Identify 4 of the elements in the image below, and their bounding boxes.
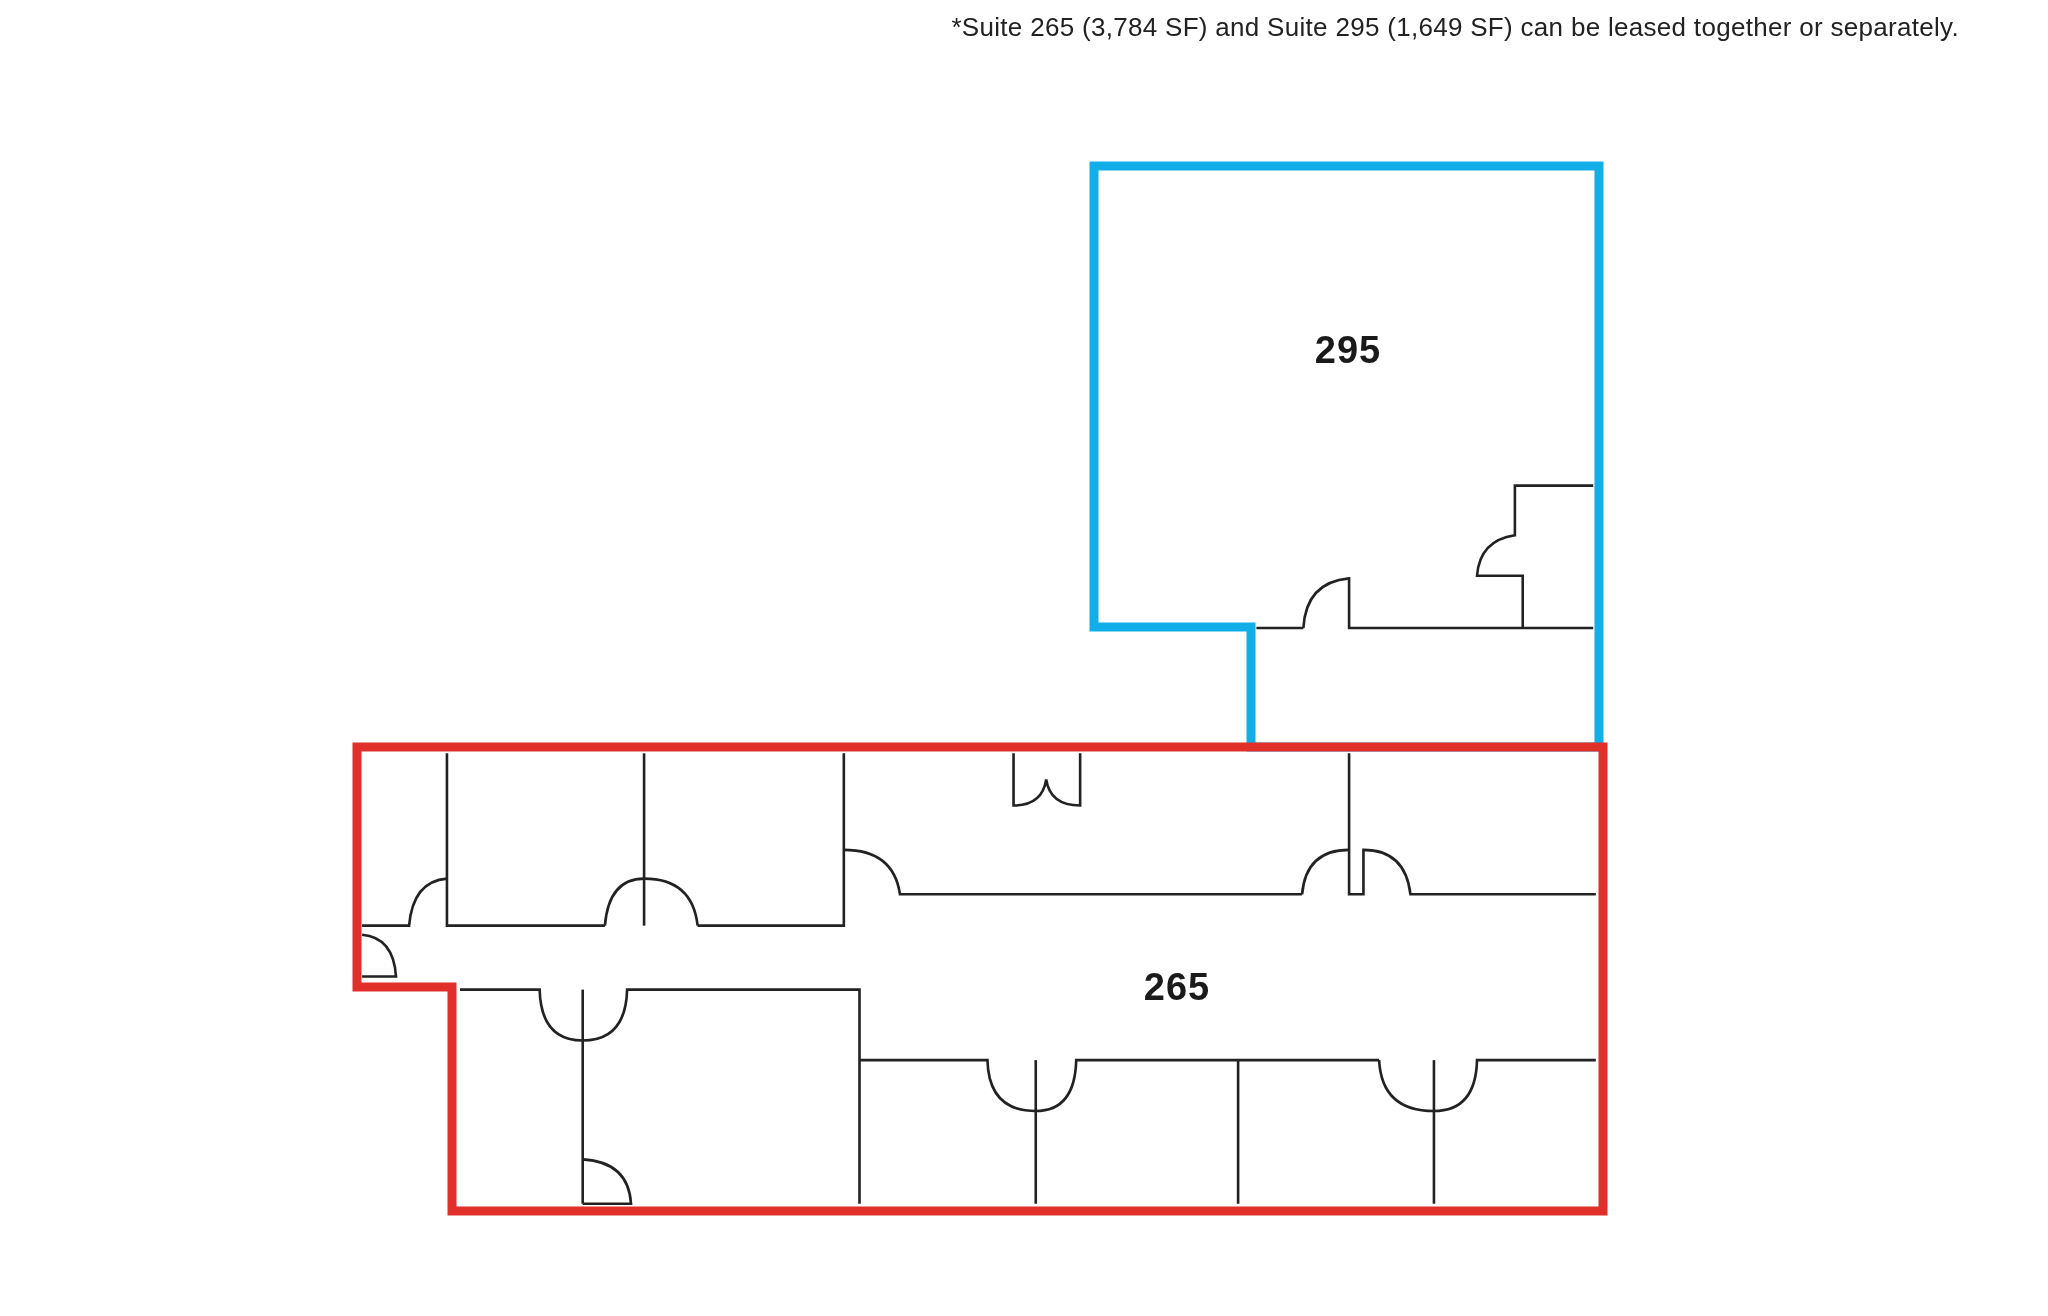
note: *Suite 265 (3,784 SF) and Suite 295 (1,649 SF) can be leased together or separately. [951, 12, 1959, 43]
suite-number: 295 [1314, 328, 1382, 372]
suite-outline [353, 743, 1607, 1215]
suite-number: 265 [1143, 965, 1211, 1009]
